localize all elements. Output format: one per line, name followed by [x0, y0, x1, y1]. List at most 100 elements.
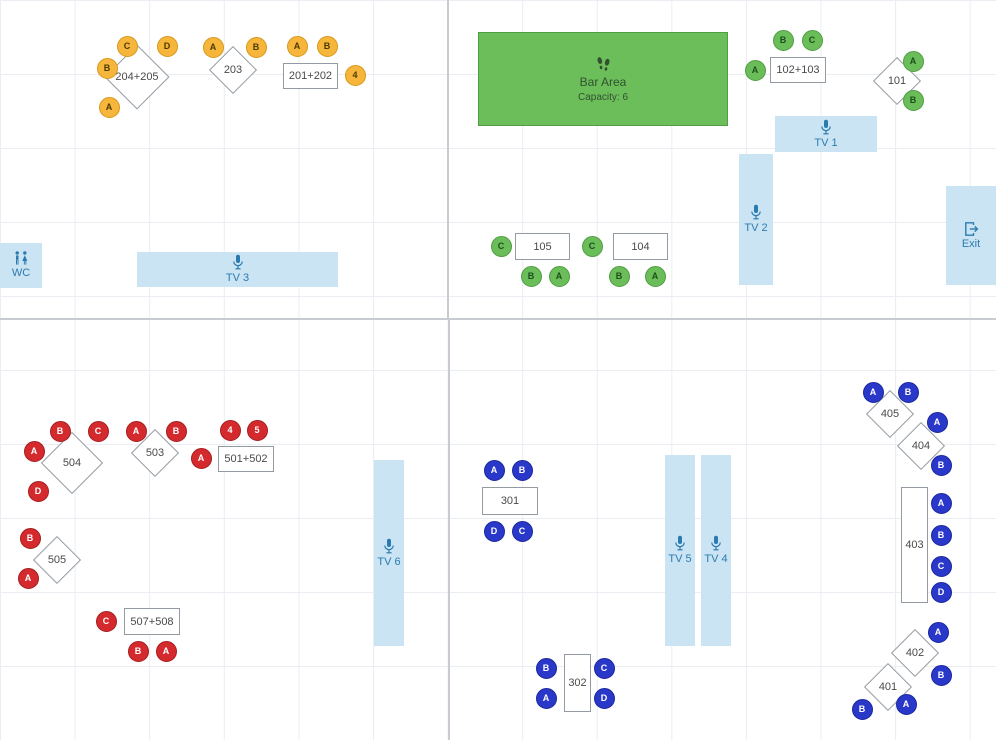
table-301[interactable]: 301 — [482, 487, 538, 515]
seat-201+202-4[interactable]: 4 — [344, 64, 366, 86]
seat-301-A[interactable]: A — [483, 459, 505, 481]
seat-501+502-A[interactable]: A — [190, 447, 212, 469]
table-104[interactable]: 104 — [613, 233, 668, 260]
seat-201+202-A[interactable]: A — [286, 35, 308, 57]
seat-403-B[interactable]: B — [930, 524, 952, 546]
seat-204+205-C[interactable]: C — [116, 35, 138, 57]
seat-105-B[interactable]: B — [520, 265, 542, 287]
seat-501+502-4[interactable]: 4 — [219, 419, 241, 441]
table-203[interactable]: 203 — [208, 45, 258, 95]
table-label-405: 405 — [880, 408, 900, 420]
seat-404-A[interactable]: A — [926, 411, 948, 433]
table-504[interactable]: 504 — [40, 431, 104, 495]
seat-402-B[interactable]: B — [930, 664, 952, 686]
seat-301-C[interactable]: C — [511, 520, 533, 542]
table-402[interactable]: 402 — [890, 628, 940, 678]
seat-301-D[interactable]: D — [483, 520, 505, 542]
table-401[interactable]: 401 — [863, 662, 913, 712]
wall-segment — [0, 318, 996, 320]
table-505[interactable]: 505 — [32, 535, 82, 585]
zone-tv1: TV 1 — [775, 116, 877, 152]
seat-104-A[interactable]: A — [644, 265, 666, 287]
seat-204+205-A[interactable]: A — [98, 96, 120, 118]
seat-104-C[interactable]: C — [581, 235, 603, 257]
seat-204+205-B[interactable]: B — [96, 57, 118, 79]
table-105[interactable]: 105 — [515, 233, 570, 260]
table-204+205[interactable]: 204+205 — [104, 44, 170, 110]
seat-507+508-C[interactable]: C — [95, 610, 117, 632]
zone-label-tv4: TV 4 — [704, 553, 728, 566]
table-404[interactable]: 404 — [896, 421, 946, 471]
table-label-504: 504 — [62, 457, 82, 469]
microphone-icon — [383, 538, 395, 555]
table-label-401: 401 — [878, 681, 898, 693]
table-label-507+508: 507+508 — [130, 615, 174, 628]
zone-label-tv3: TV 3 — [225, 272, 250, 285]
microphone-icon — [710, 535, 722, 552]
seat-501+502-5[interactable]: 5 — [246, 419, 268, 441]
table-405[interactable]: 405 — [865, 389, 915, 439]
seat-302-D[interactable]: D — [593, 687, 615, 709]
seat-401-A[interactable]: A — [895, 693, 917, 715]
seat-204+205-D[interactable]: D — [156, 35, 178, 57]
seat-301-B[interactable]: B — [511, 459, 533, 481]
seat-102+103-B[interactable]: B — [772, 29, 794, 51]
seat-507+508-B[interactable]: B — [127, 640, 149, 662]
seat-405-B[interactable]: B — [897, 381, 919, 403]
seat-403-C[interactable]: C — [930, 555, 952, 577]
seat-203-A[interactable]: A — [202, 36, 224, 58]
zone-wc: WC — [0, 243, 42, 288]
table-label-301: 301 — [500, 495, 520, 507]
table-302[interactable]: 302 — [564, 654, 591, 712]
table-101[interactable]: 101 — [872, 56, 922, 106]
seat-302-B[interactable]: B — [535, 657, 557, 679]
table-102+103[interactable]: 102+103 — [770, 57, 826, 83]
seat-203-B[interactable]: B — [245, 36, 267, 58]
seat-505-A[interactable]: A — [17, 567, 39, 589]
seat-302-C[interactable]: C — [593, 657, 615, 679]
microphone-icon — [674, 535, 686, 552]
seat-402-A[interactable]: A — [927, 621, 949, 643]
zone-tv3: TV 3 — [137, 252, 338, 287]
microphone-icon — [232, 254, 244, 271]
table-503[interactable]: 503 — [130, 428, 180, 478]
table-label-204+205: 204+205 — [115, 71, 159, 83]
seat-504-D[interactable]: D — [27, 480, 49, 502]
seat-201+202-B[interactable]: B — [316, 35, 338, 57]
seat-403-A[interactable]: A — [930, 492, 952, 514]
seat-401-B[interactable]: B — [851, 698, 873, 720]
seat-505-B[interactable]: B — [19, 527, 41, 549]
wall-segment — [447, 0, 449, 319]
zone-label-tv5: TV 5 — [668, 553, 692, 566]
seat-504-B[interactable]: B — [49, 420, 71, 442]
seat-405-A[interactable]: A — [862, 381, 884, 403]
table-507+508[interactable]: 507+508 — [124, 608, 180, 635]
footprints-icon — [595, 56, 612, 72]
table-403[interactable]: 403 — [901, 487, 928, 603]
seat-101-A[interactable]: A — [902, 50, 924, 72]
table-201+202[interactable]: 201+202 — [283, 63, 338, 89]
seat-503-A[interactable]: A — [125, 420, 147, 442]
table-label-501+502: 501+502 — [224, 453, 268, 465]
seat-105-A[interactable]: A — [548, 265, 570, 287]
seat-102+103-A[interactable]: A — [744, 59, 766, 81]
seat-404-B[interactable]: B — [930, 454, 952, 476]
seat-105-C[interactable]: C — [490, 235, 512, 257]
table-label-201+202: 201+202 — [288, 70, 333, 82]
seat-302-A[interactable]: A — [535, 687, 557, 709]
table-501+502[interactable]: 501+502 — [218, 446, 274, 472]
seat-504-C[interactable]: C — [87, 420, 109, 442]
seat-403-D[interactable]: D — [930, 581, 952, 603]
seat-104-B[interactable]: B — [608, 265, 630, 287]
zone-tv6: TV 6 — [374, 460, 404, 646]
table-label-102+103: 102+103 — [776, 64, 820, 76]
seat-507+508-A[interactable]: A — [155, 640, 177, 662]
table-label-503: 503 — [145, 447, 165, 459]
seat-102+103-C[interactable]: C — [801, 29, 823, 51]
microphone-icon — [750, 204, 762, 221]
seat-504-A[interactable]: A — [23, 440, 45, 462]
seat-503-B[interactable]: B — [165, 420, 187, 442]
seat-101-B[interactable]: B — [902, 89, 924, 111]
